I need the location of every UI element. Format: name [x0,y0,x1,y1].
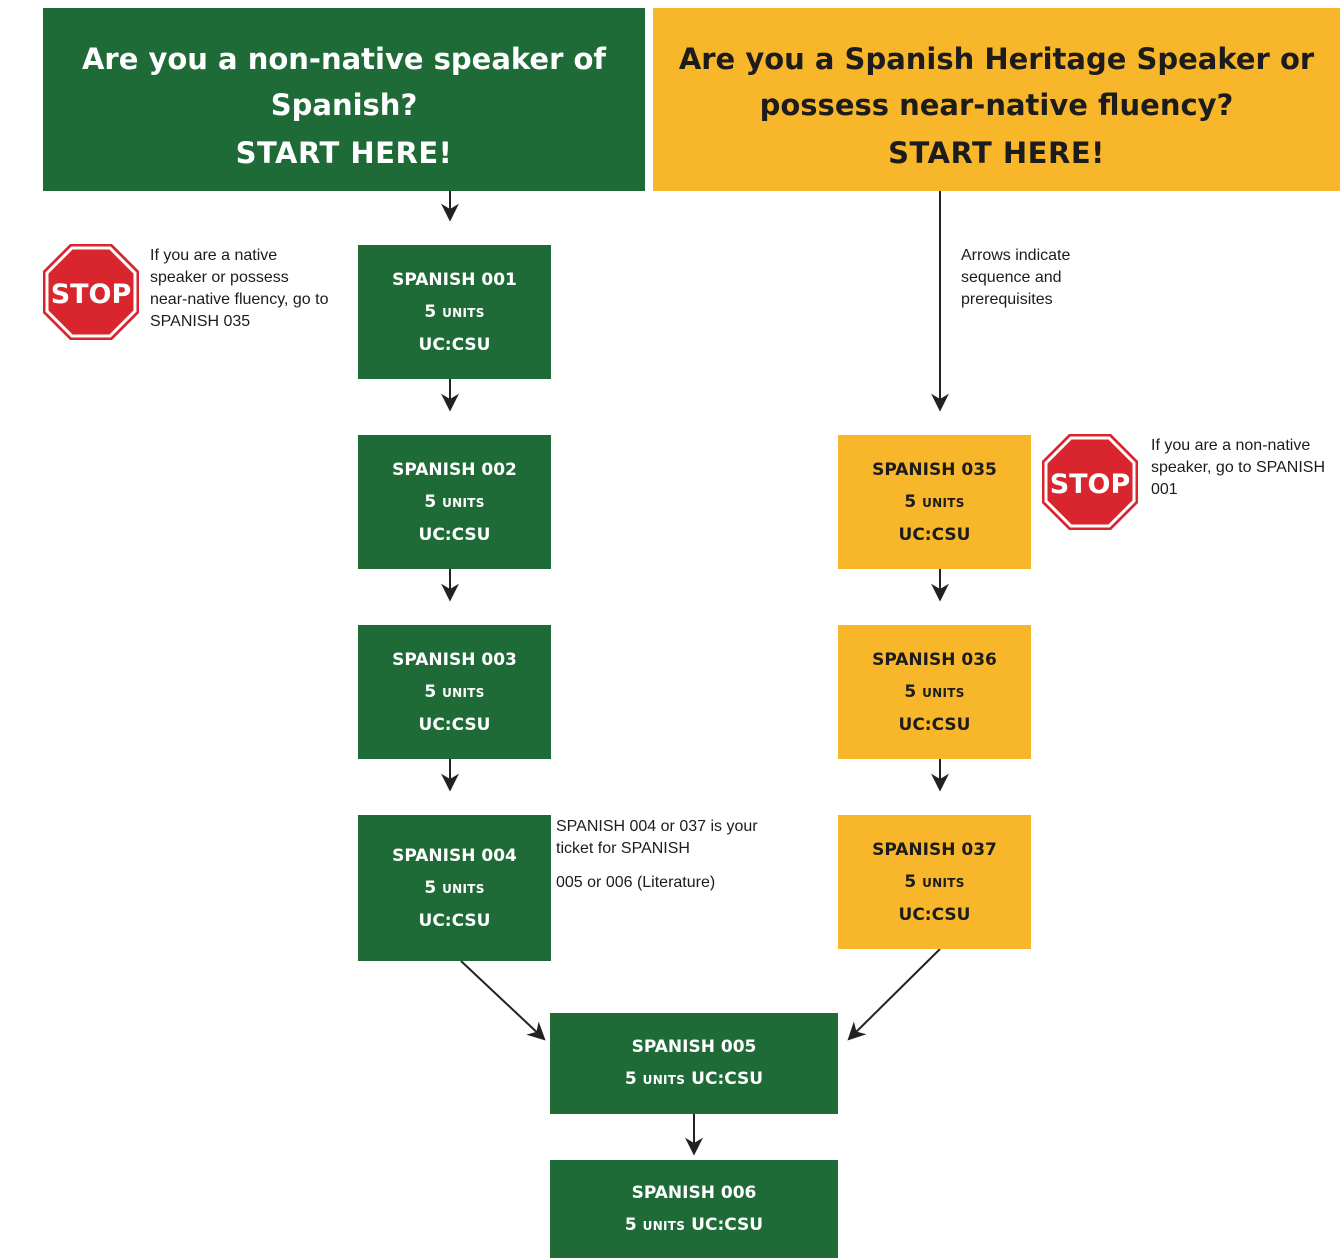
arrow-037-to-005 [847,948,941,1041]
ticket-note-line2: 005 or 006 (Literature) [556,874,716,891]
stop-sign-icon: STOP [43,244,139,340]
stop-left-note: If you are a native speaker or possess n… [150,247,329,330]
course-units: 5 units UC:CSU [624,1069,764,1089]
course-title: SPANISH 005 [631,1037,757,1057]
stop-sign-left-label: STOP [51,279,132,310]
course-title: SPANISH 035 [872,459,997,480]
course-units: 5 units [424,681,485,702]
course-units: 5 units [424,491,485,512]
course-title: SPANISH 036 [872,649,997,670]
course-box-spanish-006: SPANISH 006 5 units UC:CSU [550,1160,838,1258]
course-box-spanish-036: SPANISH 036 5 units UC:CSU [838,625,1031,759]
course-title: SPANISH 037 [872,839,997,860]
course-title: SPANISH 002 [392,459,517,480]
course-transfer: UC:CSU [418,524,491,545]
course-box-spanish-002: SPANISH 002 5 units UC:CSU [358,435,551,569]
stop-sign-icon: STOP [1042,434,1138,530]
ticket-note: SPANISH 004 or 037 is your ticket for SP… [556,816,766,894]
course-units: 5 units [904,681,965,702]
course-transfer: UC:CSU [898,904,971,925]
course-units: 5 units [424,301,485,322]
stop-sign-right-label: STOP [1050,469,1131,500]
header-non-native-start: START HERE! [235,136,453,170]
course-box-spanish-037: SPANISH 037 5 units UC:CSU [838,815,1031,949]
header-heritage-question: Are you a Spanish Heritage Speaker or po… [678,42,1315,122]
header-non-native: Are you a non-native speaker of Spanish?… [43,8,645,191]
course-transfer: UC:CSU [418,910,491,931]
course-units: 5 units [904,491,965,512]
course-units: 5 units UC:CSU [624,1214,764,1235]
course-transfer: UC:CSU [898,524,971,545]
course-transfer: UC:CSU [418,334,491,355]
arrow-004-to-005 [460,960,546,1041]
course-title: SPANISH 004 [392,845,517,866]
course-box-spanish-004: SPANISH 004 5 units UC:CSU [358,815,551,961]
course-title: SPANISH 003 [392,649,517,670]
course-units: 5 units [904,871,965,892]
header-heritage: Are you a Spanish Heritage Speaker or po… [653,8,1340,191]
course-box-spanish-005: SPANISH 005 5 units UC:CSU [550,1013,838,1114]
course-box-spanish-003: SPANISH 003 5 units UC:CSU [358,625,551,759]
course-transfer: UC:CSU [898,714,971,735]
header-heritage-start: START HERE! [888,136,1105,170]
arrows-note: Arrows indicate sequence and prerequisit… [961,247,1071,308]
course-units: 5 units [424,877,485,898]
course-box-spanish-035: SPANISH 035 5 units UC:CSU [838,435,1031,569]
header-non-native-question: Are you a non-native speaker of Spanish? [81,42,607,122]
course-box-spanish-001: SPANISH 001 5 units UC:CSU [358,245,551,379]
course-transfer: UC:CSU [418,714,491,735]
stop-right-note: If you are a non-native speaker, go to S… [1151,437,1326,498]
course-title: SPANISH 001 [392,269,517,290]
course-title: SPANISH 006 [631,1182,757,1203]
ticket-note-line1: SPANISH 004 or 037 is your ticket for SP… [556,818,758,857]
